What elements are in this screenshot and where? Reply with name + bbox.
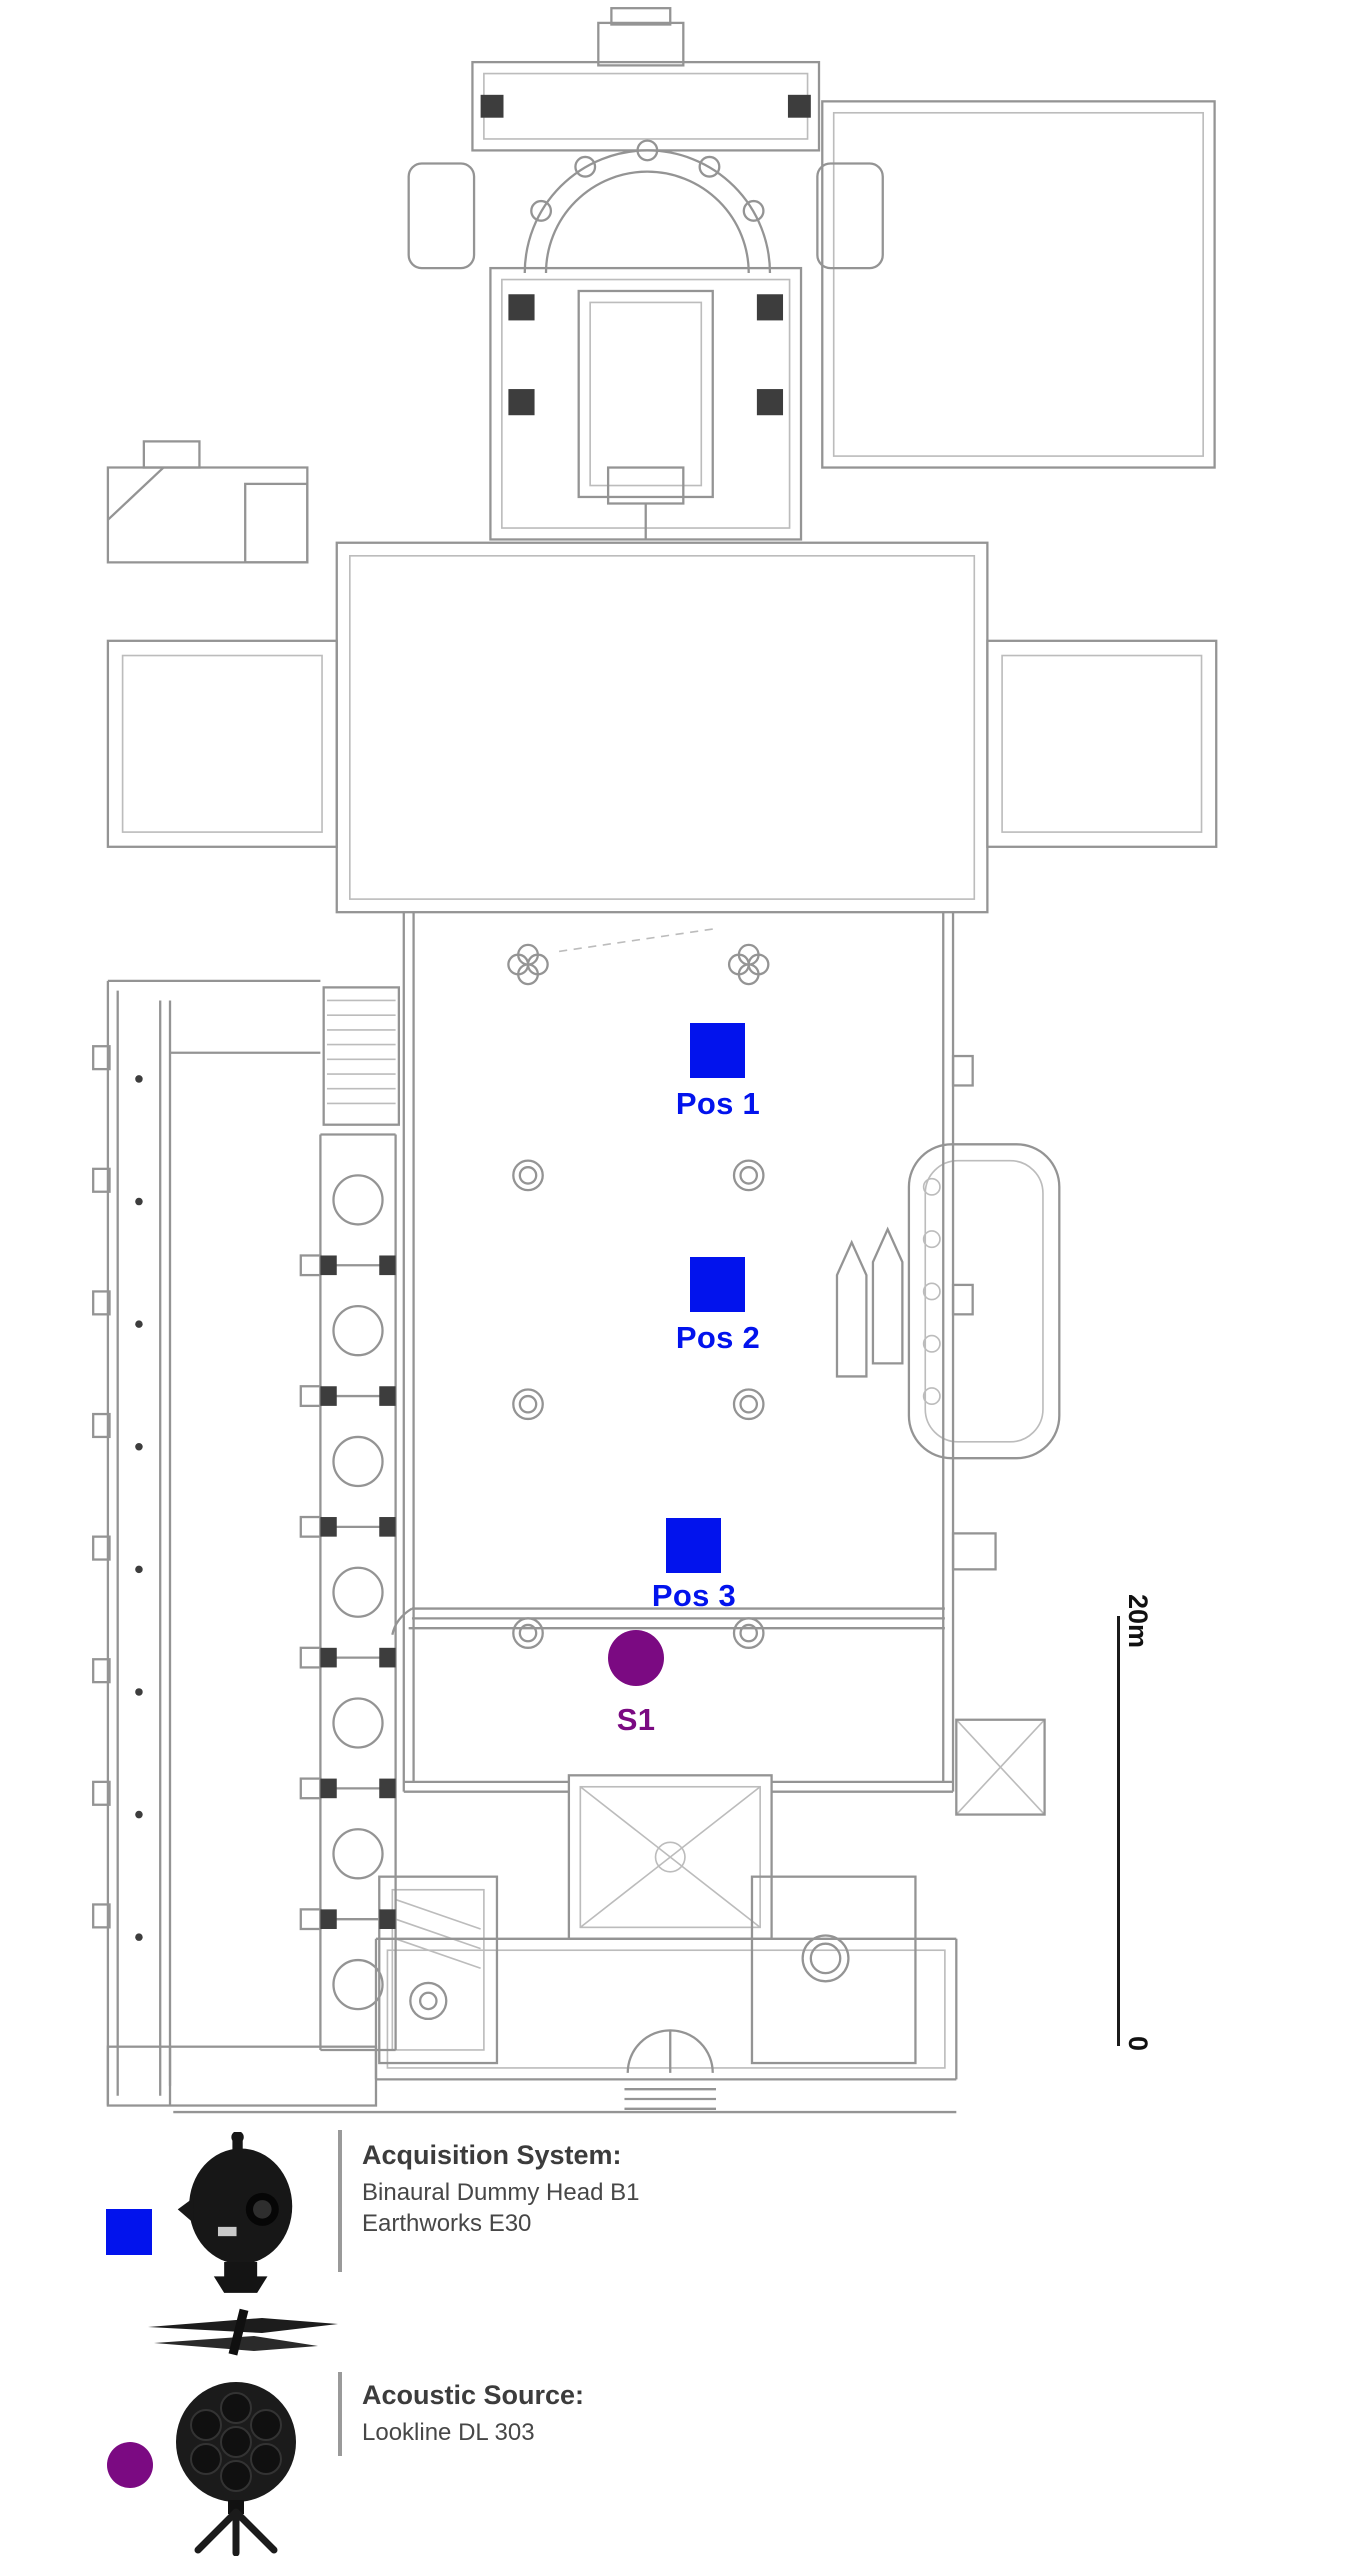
legend-source-swatch	[107, 2442, 153, 2488]
scale-bar-line	[1117, 1616, 1120, 2046]
legend-divider	[338, 2372, 342, 2456]
legend-acquisition-title: Acquisition System:	[362, 2140, 622, 2170]
microphone-pair-photo	[148, 2308, 338, 2356]
binaural-dummy-head-photo	[177, 2132, 293, 2293]
dodecahedron-loudspeaker-photo	[176, 2382, 296, 2556]
scale-bar-zero-label: 0	[1123, 2036, 1153, 2052]
legend-source-text: Acoustic Source: Lookline DL 303	[362, 2380, 584, 2448]
legend-acquisition-swatch	[106, 2209, 152, 2255]
plan-main-walls	[92, 7, 1218, 2114]
marker-s1-label: S1	[616, 1702, 656, 1737]
marker-pos-2	[690, 1257, 745, 1312]
marker-pos-1-label: Pos 1	[675, 1086, 761, 1121]
marker-pos-3-label: Pos 3	[651, 1578, 737, 1613]
scale-bar-max-label: 20m	[1123, 1594, 1153, 1649]
legend-source-title: Acoustic Source:	[362, 2380, 585, 2410]
legend-divider	[338, 2130, 342, 2272]
legend-acquisition-line-1: Binaural Dummy Head B1	[362, 2179, 640, 2206]
marker-pos-3	[666, 1518, 721, 1573]
marker-pos-2-label: Pos 2	[675, 1320, 761, 1355]
legend-acquisition-text: Acquisition System: Binaural Dummy Head …	[362, 2140, 639, 2239]
legend-acquisition-line-2: Earthworks E30	[362, 2210, 532, 2237]
plan-pillars	[135, 94, 811, 1941]
marker-s1	[608, 1630, 664, 1686]
legend-source-line-1: Lookline DL 303	[362, 2419, 535, 2446]
plan-detail-lines	[121, 72, 1204, 2069]
marker-pos-1	[690, 1023, 745, 1078]
